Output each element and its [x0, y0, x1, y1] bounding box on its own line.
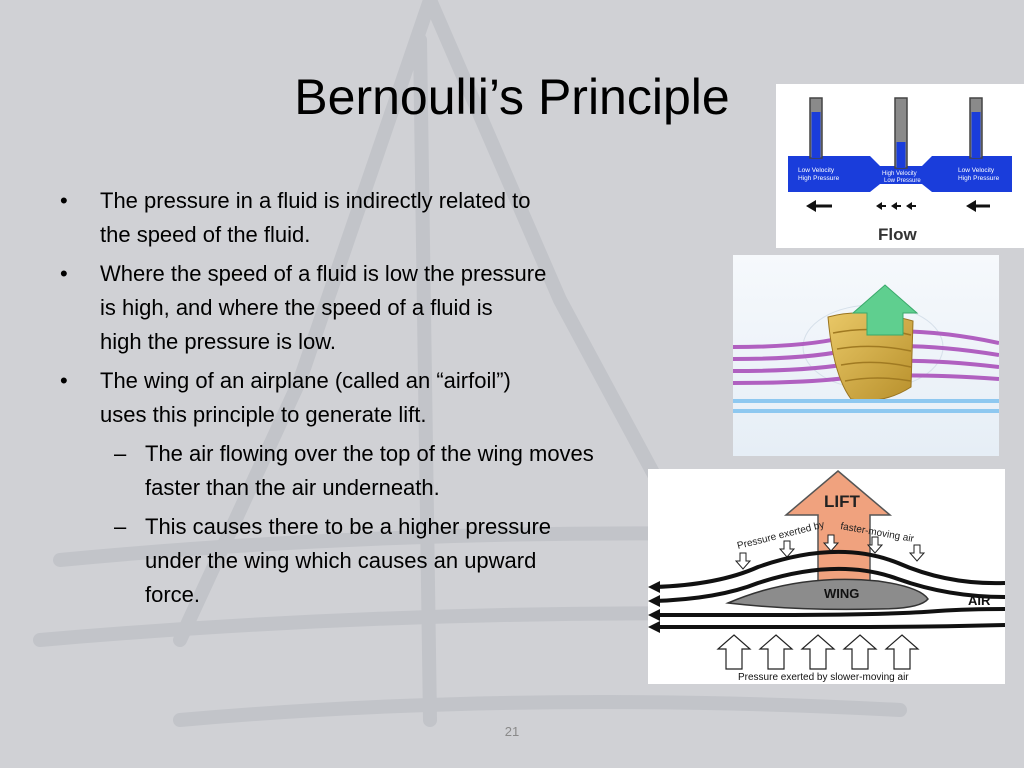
sub-bullet-line: under the wing which causes an upward	[145, 548, 537, 573]
big-up-arrows	[716, 634, 920, 670]
air-label: AIR	[968, 593, 991, 608]
bullet-line: The pressure in a fluid is indirectly re…	[100, 188, 531, 213]
airflow-lines	[653, 549, 1005, 629]
bullet-list: • The pressure in a fluid is indirectly …	[56, 184, 696, 617]
bullet-line: high the pressure is low.	[100, 329, 337, 354]
page-number: 21	[504, 724, 520, 739]
venturi-tube-figure: Low Velocity High Pressure High Velocity…	[776, 84, 1024, 248]
airflow-arrowheads	[648, 581, 660, 633]
wing-shape	[725, 578, 929, 611]
sub-bullet-item: – This causes there to be a higher press…	[56, 510, 696, 612]
venturi-middle-label-1: High Velocity	[882, 171, 917, 177]
bullet-line: The wing of an airplane (called an “airf…	[100, 368, 511, 393]
venturi-middle-label-2: Low Pressure	[884, 178, 921, 184]
bullet-line: Where the speed of a fluid is low the pr…	[100, 261, 547, 286]
bullet-item: • The pressure in a fluid is indirectly …	[56, 184, 696, 252]
small-down-arrows	[734, 534, 926, 570]
bullet-line: the speed of the fluid.	[100, 222, 311, 247]
sub-bullet-marker: –	[114, 514, 127, 539]
lift-label: LIFT	[824, 492, 860, 511]
bottom-pressure-label: Pressure exerted by slower-moving air	[738, 672, 909, 683]
sub-bullet-marker: –	[114, 441, 127, 466]
wing-label: WING	[824, 586, 859, 601]
sub-bullet-line: The air flowing over the top of the wing…	[145, 441, 594, 466]
venturi-left-label-2: High Pressure	[798, 175, 840, 182]
top-pressure-label: Pressure exerted by	[736, 520, 826, 552]
bullet-marker: •	[60, 188, 68, 213]
flow-label: Flow	[878, 225, 917, 244]
venturi-left-label-1: Low Velocity	[798, 167, 835, 174]
bullet-line: is high, and where the speed of a fluid …	[100, 295, 493, 320]
bullet-marker: •	[60, 368, 68, 393]
sub-bullet-line: faster than the air underneath.	[145, 475, 440, 500]
bullet-item: • Where the speed of a fluid is low the …	[56, 257, 696, 359]
blue-streamlines	[733, 399, 999, 413]
venturi-right-label-2: High Pressure	[958, 175, 1000, 182]
sub-bullet-line: force.	[145, 582, 201, 607]
lift-up-arrow-icon	[851, 284, 919, 336]
sub-bullet-item: – The air flowing over the top of the wi…	[56, 437, 696, 505]
bullet-line: uses this principle to generate lift.	[100, 402, 427, 427]
bullet-marker: •	[60, 261, 68, 286]
airfoil-streamline-figure	[733, 255, 999, 456]
flow-arrows	[806, 200, 990, 212]
slide-title: Bernoulli’s Principle	[294, 69, 730, 125]
lift-diagram-figure: LIFT Pressure exerted by faster-moving a…	[648, 469, 1005, 684]
sub-bullet-line: This causes there to be a higher pressur…	[145, 514, 552, 539]
bullet-item: • The wing of an airplane (called an “ai…	[56, 364, 696, 432]
venturi-right-label-1: Low Velocity	[958, 167, 995, 174]
